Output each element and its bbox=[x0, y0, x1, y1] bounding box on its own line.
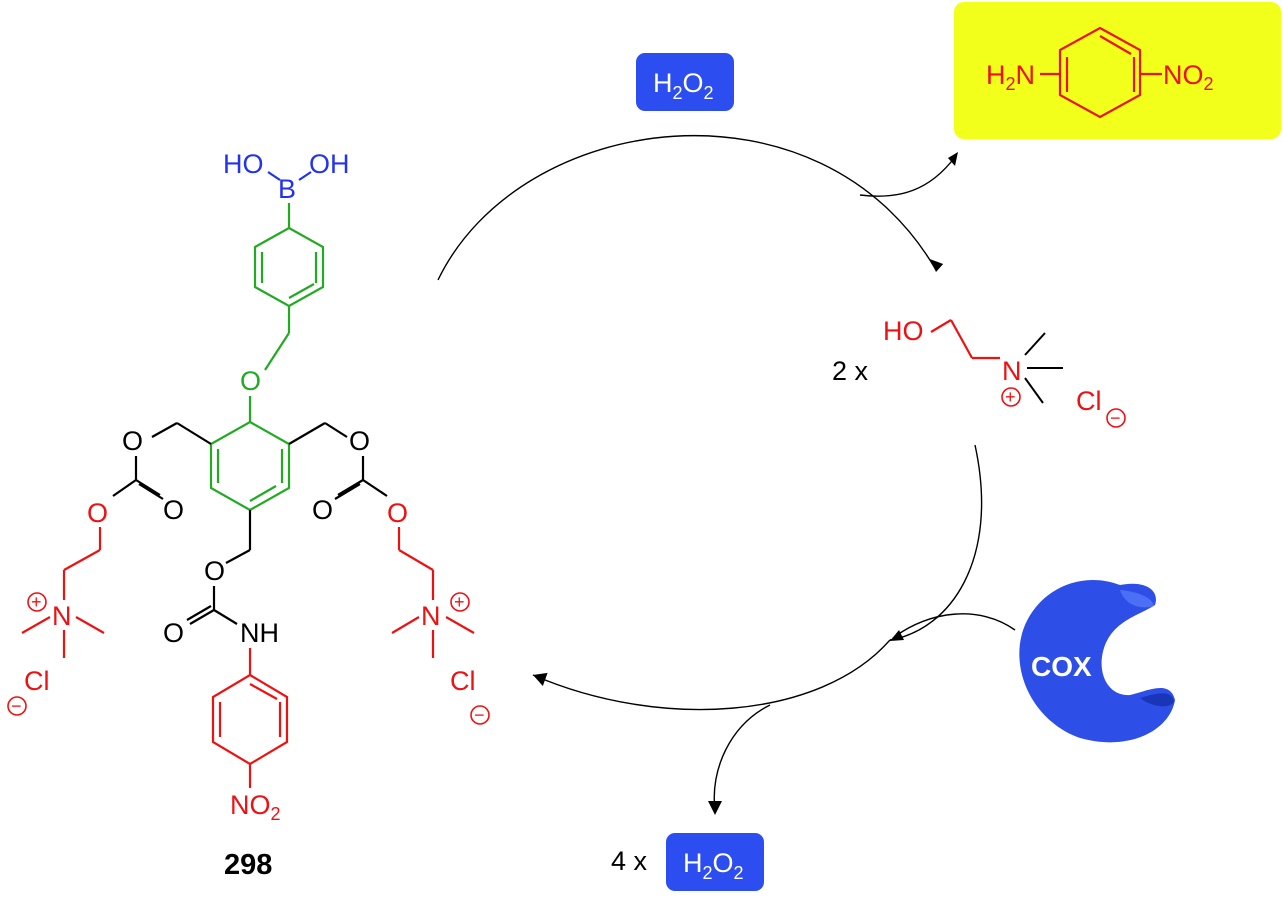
svg-text:O: O bbox=[349, 426, 370, 456]
choline-coefficient: 2 x bbox=[832, 356, 869, 386]
cycle-arrows bbox=[437, 135, 1016, 811]
cycle-right-arc bbox=[889, 444, 983, 641]
svg-text:Cl: Cl bbox=[450, 666, 476, 696]
branch-from-cox bbox=[892, 613, 1016, 639]
svg-text:O: O bbox=[163, 618, 184, 648]
svg-text:O: O bbox=[240, 366, 261, 396]
svg-text:NH: NH bbox=[240, 618, 279, 648]
svg-text:H2O2: H2O2 bbox=[653, 68, 714, 103]
svg-text:HO: HO bbox=[883, 316, 924, 346]
branch-to-h2o2 bbox=[713, 704, 771, 811]
h2o2-badge-top: H2O2 bbox=[636, 53, 734, 111]
svg-text:O: O bbox=[312, 495, 333, 525]
svg-text:O: O bbox=[204, 556, 225, 586]
cycle-bottom-arc bbox=[532, 639, 891, 711]
svg-text:OH: OH bbox=[309, 149, 350, 179]
arrow-heads bbox=[533, 152, 958, 815]
svg-text:O: O bbox=[163, 495, 184, 525]
svg-text:+: + bbox=[1005, 387, 1016, 407]
svg-text:N: N bbox=[52, 601, 72, 631]
svg-text:NO2: NO2 bbox=[1163, 60, 1214, 94]
h2o2-bottom-coefficient: 4 x bbox=[611, 846, 648, 876]
svg-text:NO2: NO2 bbox=[230, 790, 281, 824]
svg-text:H2O2: H2O2 bbox=[683, 848, 744, 883]
svg-text:H2N: H2N bbox=[986, 60, 1035, 94]
svg-text:B: B bbox=[278, 174, 296, 204]
h2o2-badge-bottom: H2O2 bbox=[666, 833, 764, 891]
svg-text:O: O bbox=[387, 498, 408, 528]
svg-text:N: N bbox=[421, 601, 441, 631]
pacman-enzyme-icon bbox=[1019, 579, 1175, 743]
choline-chloride: HO N + Cl − bbox=[883, 316, 1126, 428]
svg-text:+: + bbox=[454, 592, 465, 612]
branch-to-product bbox=[859, 156, 956, 197]
svg-text:+: + bbox=[31, 592, 42, 612]
svg-text:Cl: Cl bbox=[24, 666, 50, 696]
svg-text:COX: COX bbox=[1031, 651, 1092, 682]
cycle-top-arc bbox=[437, 135, 937, 281]
svg-text:−: − bbox=[1110, 408, 1121, 428]
svg-text:Cl: Cl bbox=[1076, 386, 1102, 416]
compound-298-structure: HO B OH O bbox=[7, 149, 490, 881]
svg-text:HO: HO bbox=[223, 149, 264, 179]
svg-text:O: O bbox=[87, 498, 108, 528]
svg-text:O: O bbox=[122, 426, 143, 456]
product-p-nitroaniline: H2N NO2 bbox=[954, 2, 1281, 139]
compound-number: 298 bbox=[224, 849, 272, 881]
cox-enzyme: COX bbox=[1019, 579, 1175, 743]
svg-text:−: − bbox=[11, 696, 22, 716]
svg-text:N: N bbox=[1002, 356, 1022, 386]
svg-text:−: − bbox=[474, 705, 485, 725]
